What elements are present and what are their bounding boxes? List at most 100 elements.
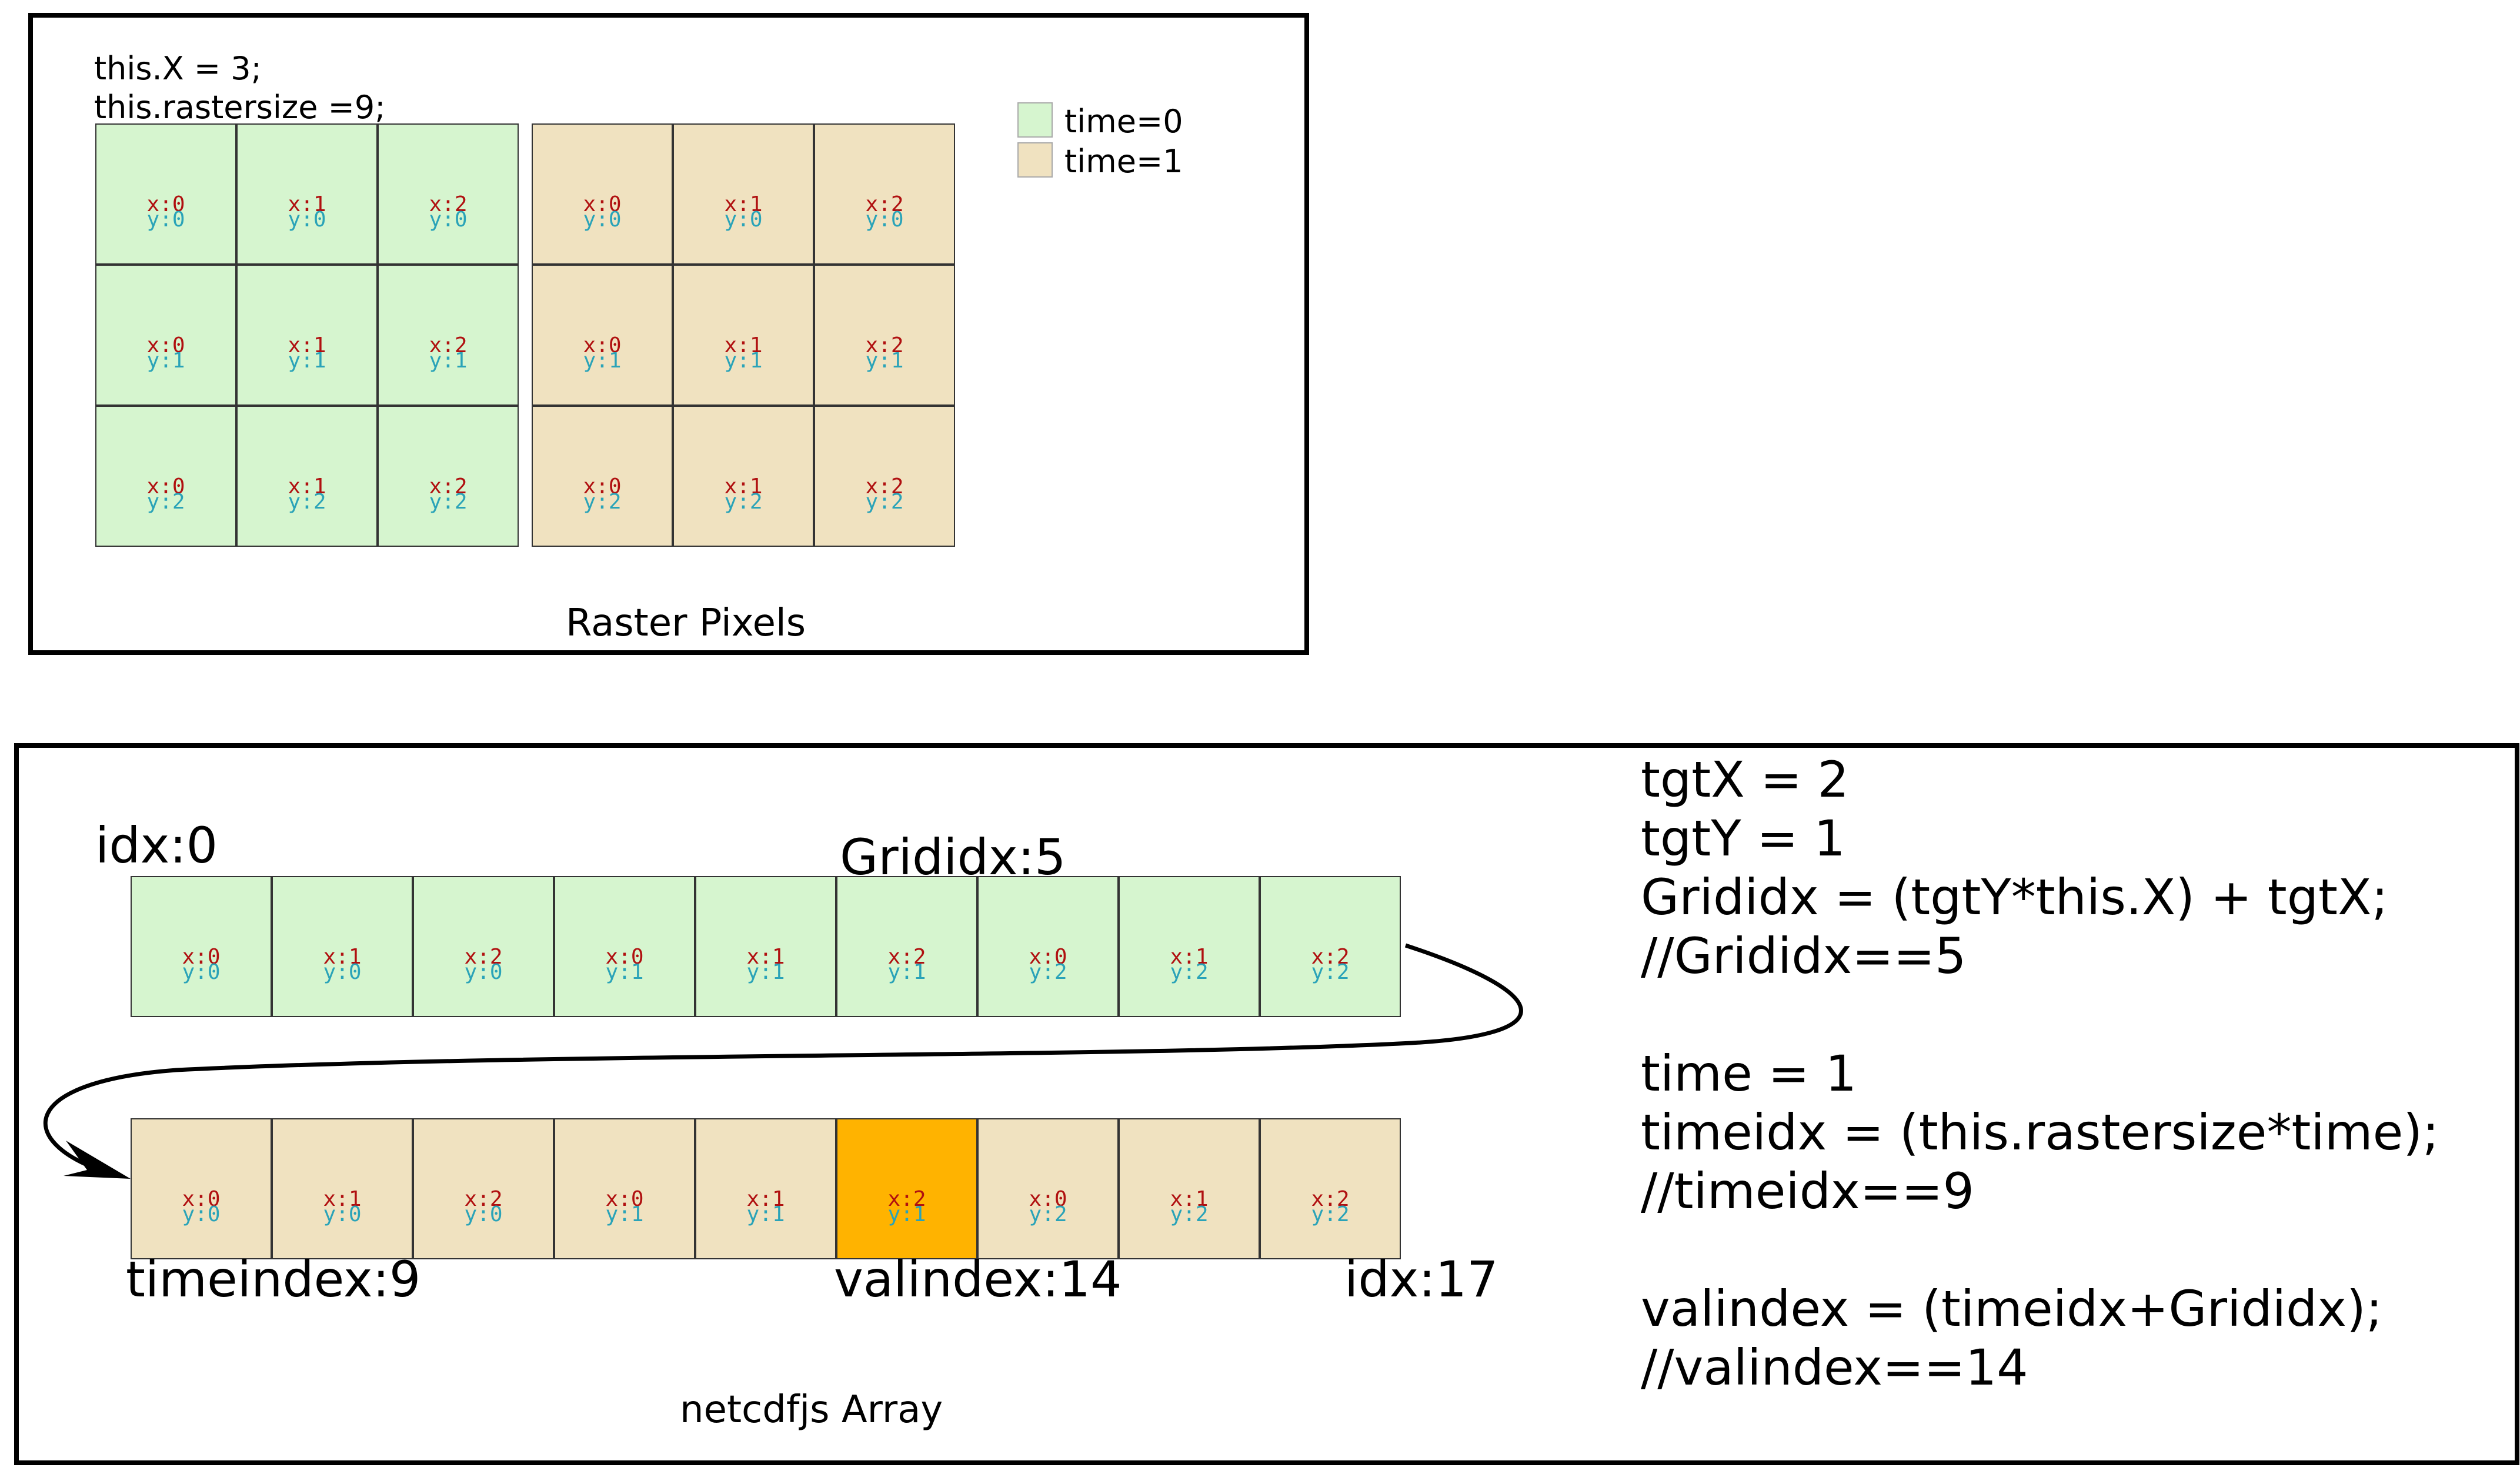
netcdfjs-array-panel — [14, 743, 2519, 1465]
cell-y-label: y:2 — [429, 490, 468, 514]
cell-y-label: y:1 — [583, 349, 622, 373]
cell-y-label: y:2 — [288, 490, 326, 514]
cell-y-label: y:0 — [429, 208, 468, 232]
legend-swatch-time0 — [1017, 102, 1053, 138]
cell-y-label: y:1 — [887, 960, 926, 984]
cell-y-label: y:2 — [1311, 960, 1350, 984]
cell-x-label: x:0 — [1029, 945, 1067, 969]
code-line: tgtX = 2 — [1641, 751, 1849, 808]
code-line-x: this.X = 3; — [94, 50, 262, 87]
cell-x-label: x:1 — [746, 1187, 785, 1211]
code-line: time = 1 — [1641, 1045, 1857, 1102]
valindex-label: valindex:14 — [834, 1251, 1122, 1308]
cell-y-label: y:0 — [464, 960, 503, 984]
arrow-head-icon — [64, 1141, 131, 1179]
cell-y-label: y:0 — [182, 1202, 221, 1226]
code-line: //timeidx==9 — [1641, 1162, 1974, 1220]
cell-x-label: x:2 — [464, 1187, 503, 1211]
cell-x-label: x:2 — [887, 945, 926, 969]
cell-x-label: x:0 — [146, 192, 185, 216]
cell-y-label: y:1 — [146, 349, 185, 373]
cell-x-label: x:2 — [429, 474, 468, 499]
cell-y-label: y:1 — [865, 349, 904, 373]
cell-y-label: y:0 — [323, 960, 362, 984]
code-line: Grididx = (tgtY*this.X) + tgtX; — [1641, 868, 2388, 926]
raster-pixels-caption: Raster Pixels — [566, 601, 806, 645]
cell-x-label: x:2 — [865, 474, 904, 499]
cell-y-label: y:2 — [865, 490, 904, 514]
raster-pixels-panel — [28, 13, 1309, 655]
cell-x-label: x:1 — [1170, 1187, 1209, 1211]
cell-x-label: x:0 — [583, 333, 622, 357]
idx-0-label: idx:0 — [95, 817, 218, 874]
cell-y-label: y:0 — [288, 208, 326, 232]
cell-y-label: y:2 — [1029, 1202, 1067, 1226]
cell-y-label: y:0 — [464, 1202, 503, 1226]
wrap-arrow-line — [43, 943, 1523, 1172]
cell-x-label: x:1 — [288, 333, 326, 357]
grididx-label: Grididx:5 — [840, 828, 1066, 886]
cell-x-label: x:1 — [323, 945, 362, 969]
code-line-rastersize: this.rastersize =9; — [94, 89, 386, 126]
cell-x-label: x:1 — [1170, 945, 1209, 969]
cell-y-label: y:2 — [1170, 960, 1209, 984]
cell-y-label: y:1 — [605, 1202, 644, 1226]
cell-y-label: y:1 — [429, 349, 468, 373]
cell-x-label: x:0 — [182, 1187, 221, 1211]
cell-y-label: y:2 — [583, 490, 622, 514]
legend-swatch-time1 — [1017, 142, 1053, 178]
cell-x-label: x:0 — [583, 474, 622, 499]
cell-x-label: x:0 — [605, 1187, 644, 1211]
cell-y-label: y:0 — [724, 208, 763, 232]
cell-y-label: y:1 — [746, 960, 785, 984]
netcdfjs-array-caption: netcdfjs Array — [680, 1388, 943, 1432]
code-line: //valindex==14 — [1641, 1339, 2028, 1396]
cell-y-label: y:0 — [146, 208, 185, 232]
cell-x-label: x:2 — [1311, 1187, 1350, 1211]
legend-label-time1: time=1 — [1064, 143, 1183, 180]
code-line: tgtY = 1 — [1641, 810, 1845, 867]
code-line: //Grididx==5 — [1641, 927, 1967, 985]
cell-x-label: x:0 — [146, 333, 185, 357]
cell-x-label: x:0 — [146, 474, 185, 499]
code-line: timeidx = (this.rastersize*time); — [1641, 1104, 2439, 1161]
idx-17-label: idx:17 — [1344, 1251, 1498, 1308]
cell-x-label: x:1 — [288, 192, 326, 216]
cell-x-label: x:2 — [429, 192, 468, 216]
cell-x-label: x:2 — [464, 945, 503, 969]
cell-y-label: y:0 — [182, 960, 221, 984]
cell-x-label: x:0 — [182, 945, 221, 969]
cell-x-label: x:1 — [724, 333, 763, 357]
cell-x-label: x:1 — [724, 192, 763, 216]
cell-y-label: y:2 — [724, 490, 763, 514]
cell-y-label: y:2 — [1170, 1202, 1209, 1226]
cell-y-label: y:1 — [887, 1202, 926, 1226]
cell-y-label: y:0 — [323, 1202, 362, 1226]
cell-y-label: y:1 — [288, 349, 326, 373]
cell-x-label: x:2 — [429, 333, 468, 357]
